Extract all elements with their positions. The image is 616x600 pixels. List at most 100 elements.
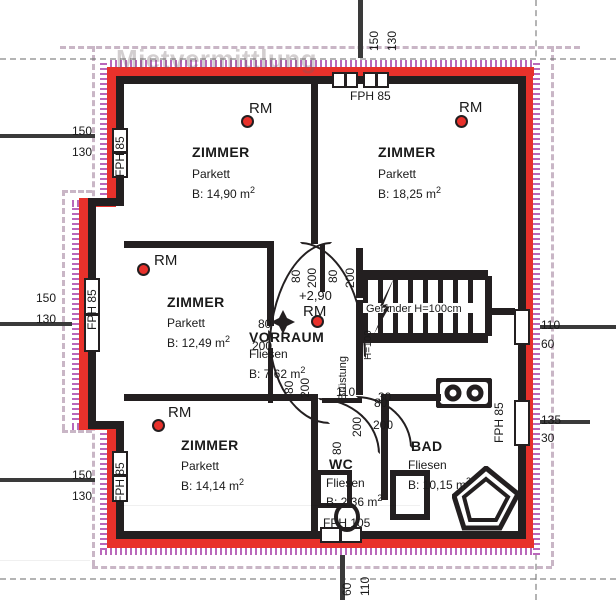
sill-label-right: FPH 85 [492,402,506,443]
window-dim-right-lower-height: 30 [541,431,555,445]
stair-height-label: H=100 [363,330,374,360]
door-dim-width-5: 80 [330,441,344,455]
window-dim-left-mid-height: 130 [36,312,57,326]
window-dim-left-upper-width: 150 [72,124,93,138]
window-top-left-mullion [344,72,347,88]
watermark-text: Mietvermittlung [116,44,318,74]
scan-artifact [0,560,90,561]
stair-bottom-edge [363,336,488,343]
interior-wall-vorraum-right [356,248,363,298]
construction-line-bottom [0,578,616,580]
exterior-wall-left-upper [88,198,96,280]
stair-tread [428,313,438,333]
room-area-zimmer-tr: B: 18,25 m2 [378,185,441,201]
insulation-strip-left-lower [100,430,107,550]
exterior-wall-right-c [518,440,526,539]
sill-label-left-mid: FPH 85 [85,289,99,330]
area-unit-sup: 2 [250,185,256,195]
sill-label-left-lower: FPH 85 [113,462,127,503]
exterior-wall-left-mid-top [116,176,124,206]
thermal-layer-bottom [107,539,534,548]
room-area-value: B: 12,49 m [167,336,226,350]
elevation-symbol [271,310,295,334]
stair-tread [473,280,485,303]
exterior-wall-left-lower [88,350,96,422]
room-area-value: B: 2,36 m [326,495,378,509]
door-dim-height-4: 200 [298,377,312,398]
window-dim-right-upper-height: 60 [541,337,555,351]
wc-cabinet-box [316,470,352,508]
interior-wall-zimmer-ml-top [124,241,274,248]
cooktop-icon [436,378,492,408]
axis-line-left-horizontal [0,134,95,138]
exterior-wall-top [116,76,526,84]
thermal-layer-right [524,67,533,548]
interior-wall-zimmer-tl-bottom [124,241,131,248]
area-unit-sup: 2 [377,493,383,503]
room-area-value: B: 14,14 m [181,479,240,493]
window-bottom-mullion [339,527,342,543]
insulation-strip-bottom [100,548,540,555]
stair-tread [413,280,423,303]
interior-wall-top-vertical [311,84,318,244]
stair-dim-30: 30 [378,390,392,404]
door-dim-height-1: 200 [305,267,319,288]
sill-label-bottom: FPH 105 [323,516,371,530]
scan-artifact [120,505,420,506]
axis-line-right-horizontal-2 [520,420,590,424]
room-name-zimmer-bl: ZIMMER [181,437,239,453]
window-dim-top-height: 130 [385,30,399,51]
stair-tread [428,280,438,303]
stair-top-edge [363,270,488,277]
window-dim-right-upper-width: 110 [541,318,561,332]
wc-basin-box [390,470,430,520]
sill-label-top: FPH 85 [350,89,391,103]
exterior-wall-left-top [116,76,124,130]
room-floor-zimmer-tr: Parkett [378,167,417,181]
door-leaf-vorraum-nw [268,244,273,294]
sill-label-left-upper: FPH 85 [113,136,127,177]
door-dim-height-3: 200 [252,339,273,353]
door-leaf-bad [384,396,389,428]
stair-landing-extension [485,308,515,315]
exterior-wall-left-jog-bottom [88,421,124,429]
axis-line-right-horizontal [520,325,616,329]
radiator-label: RM [154,252,178,269]
stair-tread [368,313,378,333]
room-name-zimmer-tl: ZIMMER [192,144,250,160]
area-unit-sup: 2 [225,334,231,344]
interior-wall-wc-right [381,400,388,500]
axis-line-top-vertical [358,0,363,58]
door-dim-width-6: 80 [374,396,388,410]
stair-tread [443,313,453,333]
room-name-bad: BAD [411,438,443,454]
stair-tread [413,313,423,333]
stair-direction-arrow [374,278,394,334]
stair-tread [458,280,468,303]
door-dim-height-6: 200 [373,418,394,432]
window-dim-left-lower-width: 150 [72,468,93,482]
radiator-marker [152,419,165,432]
room-floor-zimmer-bl: Parkett [181,459,220,473]
property-line-top [60,46,580,49]
door-dim-width-4: 80 [282,380,296,394]
area-unit-sup: 2 [436,185,442,195]
thermal-layer-left-top [107,67,116,205]
window-dim-left-upper-height: 130 [72,145,93,159]
insulation-strip-right [533,60,540,555]
property-line-left-outer [62,190,65,430]
room-floor-zimmer-tl: Parkett [192,167,231,181]
property-line-left-stub-bottom [62,430,92,433]
exterior-wall-left-bottom-b [116,500,124,539]
stair-railing-band [363,303,488,313]
window-dim-top-width: 150 [367,30,381,51]
property-line-left-stub-top [62,190,92,193]
room-area-value: B: 14,90 m [192,187,251,201]
window-dim-bottom-width: 60 [340,582,354,596]
room-area-vorraum: B: 7,62 m2 [249,365,305,381]
window-left-lower-mullion [112,474,128,477]
radiator-label: RM [303,303,327,320]
exterior-wall-right-b [518,340,526,405]
stair-tread [473,313,485,333]
